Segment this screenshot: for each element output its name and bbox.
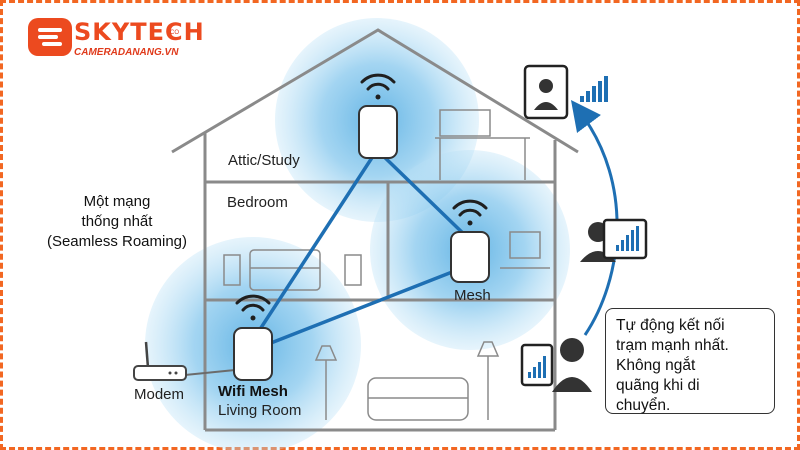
brand-website: CAMERADANANG.VN [74,47,179,58]
wifi-icon [360,73,396,100]
brand-name: SKYTECH [74,18,205,46]
tablet-signal-icon [520,343,554,387]
room-label-attic: Attic/Study [228,152,300,169]
brand-logo [26,12,186,68]
node-label-mesh: Mesh [454,287,491,304]
wifi-node-mesh [450,199,490,283]
wifi-icon [452,199,488,226]
furniture [223,109,550,421]
signal-bars-icon [580,76,608,102]
mesh-links [251,148,472,352]
room-label-living: Living Room [218,402,302,419]
wifi-node-attic [358,73,398,159]
logo-icon [28,18,72,56]
wifi-node-living [233,294,273,381]
device-label-modem: Modem [134,386,185,403]
wifi-icon [235,294,271,321]
tablet-signal-icon [602,218,648,260]
node-label-wifi-mesh: Wifi Mesh [218,383,288,400]
auto-connect-callout: Tự động kết nối trạm mạnh nhất. Không ng… [605,308,775,414]
person-icon [552,338,592,392]
brand-suffix: CO [170,30,179,36]
house-outline [171,28,579,432]
modem-link [184,369,236,376]
seamless-roaming-note: Một mạng thống nhất (Seamless Roaming) [46,193,188,250]
room-label-bedroom: Bedroom [227,194,288,211]
modem-device [133,341,187,381]
tablet-user-icon [523,64,569,120]
